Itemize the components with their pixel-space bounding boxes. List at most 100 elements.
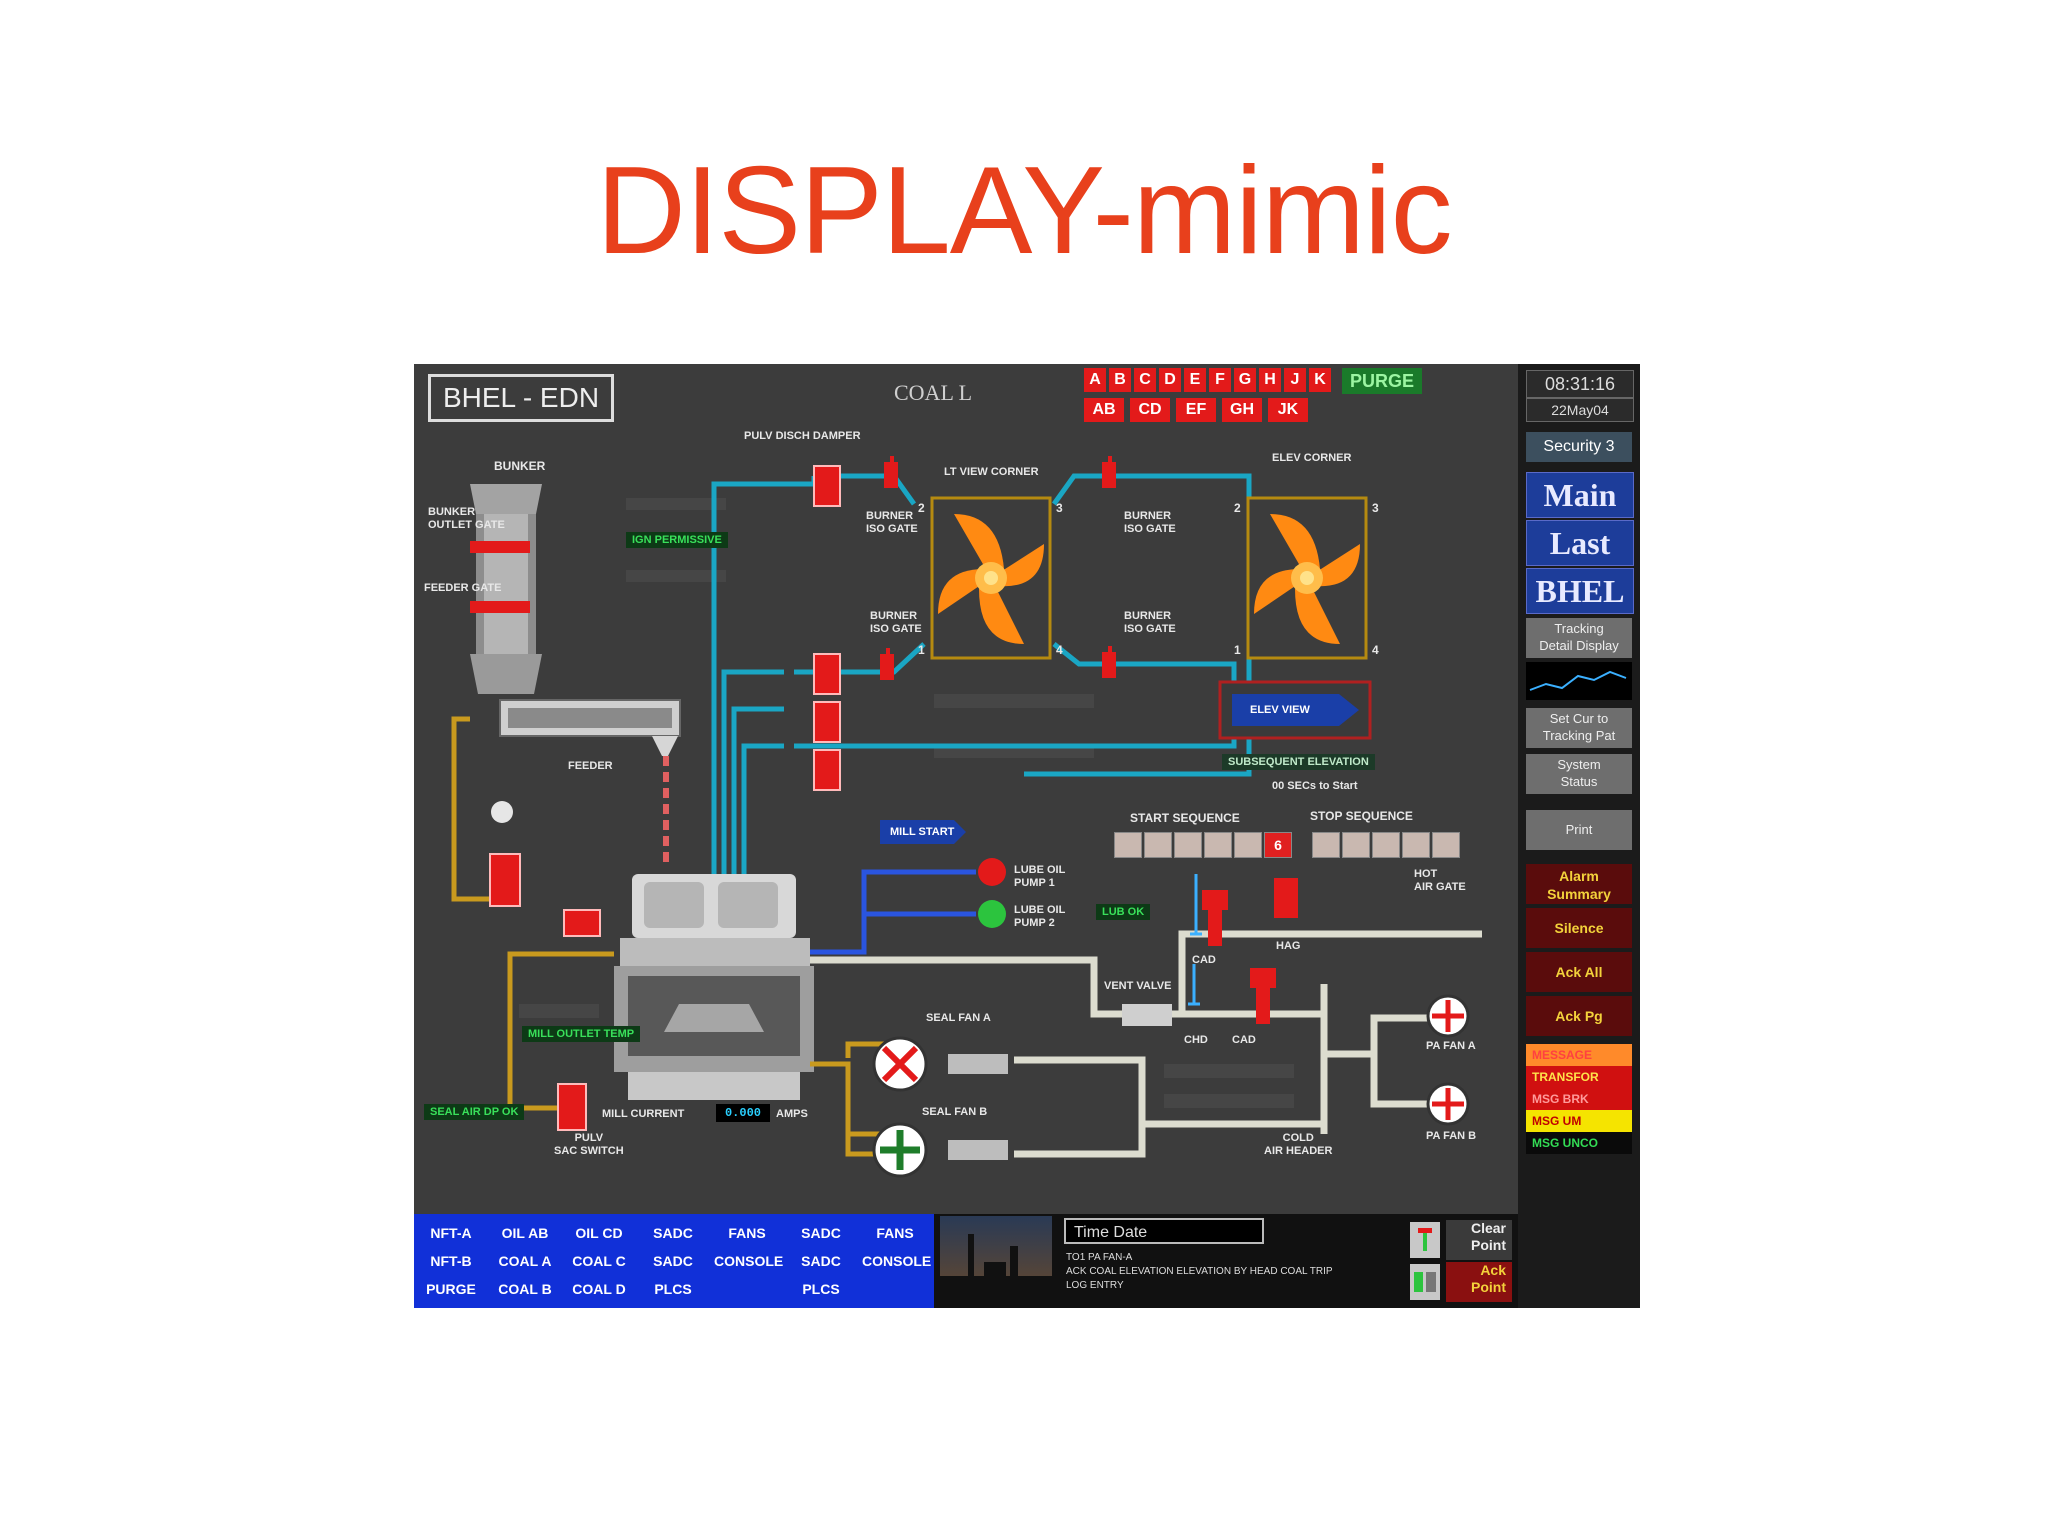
purge-button[interactable]: PURGE	[1342, 368, 1422, 394]
elev-btn-e[interactable]: E	[1184, 368, 1206, 392]
pulv-disch-damper-4-icon[interactable]	[813, 749, 841, 791]
stop-seq-step-5[interactable]	[1432, 832, 1460, 858]
alarm-strip-4[interactable]: MSG UM	[1526, 1110, 1632, 1132]
burner-iso-gate-3-icon[interactable]	[1102, 462, 1116, 488]
stop-seq-step-2[interactable]	[1342, 832, 1370, 858]
seal-air-damper-icon[interactable]	[557, 1083, 587, 1131]
chd-label: CHD	[1184, 1034, 1208, 1046]
stop-seq-step-1[interactable]	[1312, 832, 1340, 858]
nav-oil-ab[interactable]: OIL AB	[492, 1220, 558, 1246]
start-seq-step-2[interactable]	[1144, 832, 1172, 858]
elev-btn-f[interactable]: F	[1209, 368, 1231, 392]
alarm-time-date[interactable]: Time Date	[1064, 1218, 1264, 1244]
ack-point-button[interactable]: Ack Point	[1446, 1262, 1512, 1302]
start-seq-step-1[interactable]	[1114, 832, 1142, 858]
elev-btn-j[interactable]: J	[1284, 368, 1306, 392]
start-seq-step-4[interactable]	[1204, 832, 1232, 858]
nav-nft-a[interactable]: NFT-A	[418, 1220, 484, 1246]
nav-nft-b[interactable]: NFT-B	[418, 1248, 484, 1274]
bunker	[470, 484, 542, 694]
nav-plcs-1[interactable]: PLCS	[640, 1276, 706, 1302]
nav-purge[interactable]: PURGE	[418, 1276, 484, 1302]
start-seq-step-6[interactable]: 6	[1264, 832, 1292, 858]
fireball-left-icon[interactable]	[930, 496, 1052, 660]
set-cur-tracking-button[interactable]: Set Cur to Tracking Pat	[1526, 708, 1632, 748]
tramp-box-icon[interactable]	[563, 909, 601, 937]
elevation-view-arrow-icon[interactable]	[1232, 694, 1359, 726]
pulverizer[interactable]	[614, 874, 814, 1100]
elev-btn-a[interactable]: A	[1084, 368, 1106, 392]
silence-button[interactable]: Silence	[1526, 908, 1632, 948]
alarm-strip-3[interactable]: MSG BRK	[1526, 1088, 1632, 1110]
mill-start-label[interactable]: MILL START	[890, 826, 955, 838]
bhel-button[interactable]: BHEL	[1526, 568, 1634, 614]
pulv-disch-damper-1-icon[interactable]	[813, 465, 841, 507]
burner-iso-gate-4-icon[interactable]	[1102, 652, 1116, 678]
burner-iso-gate-2-icon[interactable]	[884, 462, 898, 488]
stop-seq-step-3[interactable]	[1372, 832, 1400, 858]
nav-fans-1[interactable]: FANS	[714, 1220, 780, 1246]
nav-console-2[interactable]: CONSOLE	[862, 1248, 931, 1274]
nav-coal-d[interactable]: COAL D	[566, 1276, 632, 1302]
ack-all-button[interactable]: Ack All	[1526, 952, 1632, 992]
clear-point-icon[interactable]	[1410, 1222, 1440, 1258]
hot-air-gate-icon[interactable]	[1208, 910, 1222, 946]
elev-btn-cd[interactable]: CD	[1130, 398, 1170, 422]
nav-sadc-3[interactable]: SADC	[640, 1248, 706, 1274]
lube-oil-pump-1-icon[interactable]	[978, 858, 1006, 886]
stop-seq-step-4[interactable]	[1402, 832, 1430, 858]
ack-point-icon[interactable]	[1410, 1264, 1440, 1300]
elev-btn-jk[interactable]: JK	[1268, 398, 1308, 422]
subsequent-elevation-status: SUBSEQUENT ELEVATION	[1222, 754, 1375, 770]
nav-coal-b[interactable]: COAL B	[492, 1276, 558, 1302]
feeder-gate-icon[interactable]	[470, 601, 530, 613]
seal-air-valve-icon[interactable]	[489, 853, 521, 907]
elev-btn-ef[interactable]: EF	[1176, 398, 1216, 422]
start-seq-step-3[interactable]	[1174, 832, 1202, 858]
elevation-countdown: 00 SECs to Start	[1272, 780, 1358, 792]
elev-btn-c[interactable]: C	[1134, 368, 1156, 392]
nav-oil-cd[interactable]: OIL CD	[566, 1220, 632, 1246]
print-button[interactable]: Print	[1526, 810, 1632, 850]
burner-iso-gate-right-bottom-label: BURNER ISO GATE	[1124, 610, 1176, 635]
alarm-summary-button[interactable]: Alarm Summary	[1526, 864, 1632, 904]
nav-sadc-4[interactable]: SADC	[788, 1248, 854, 1274]
motor-icon[interactable]	[491, 801, 513, 823]
elevation-view-button-label[interactable]: ELEV VIEW	[1250, 704, 1310, 716]
clear-point-button[interactable]: Clear Point	[1446, 1220, 1512, 1260]
nav-coal-c[interactable]: COAL C	[566, 1248, 632, 1274]
start-seq-step-5[interactable]	[1234, 832, 1262, 858]
elev-btn-h[interactable]: H	[1259, 368, 1281, 392]
vent-valve-icon[interactable]	[1122, 1004, 1172, 1026]
tracking-detail-button[interactable]: Tracking Detail Display	[1526, 618, 1632, 658]
nav-sadc-1[interactable]: SADC	[640, 1220, 706, 1246]
elev-btn-ab[interactable]: AB	[1084, 398, 1124, 422]
alarm-strip-5[interactable]: MSG UNCO	[1526, 1132, 1632, 1154]
main-button[interactable]: Main	[1526, 472, 1634, 518]
nav-coal-a[interactable]: COAL A	[492, 1248, 558, 1274]
pulv-disch-damper-2-icon[interactable]	[813, 653, 841, 695]
system-status-button[interactable]: System Status	[1526, 754, 1632, 794]
elev-btn-b[interactable]: B	[1109, 368, 1131, 392]
elev-btn-k[interactable]: K	[1309, 368, 1331, 392]
lube-oil-pump-2-icon[interactable]	[978, 900, 1006, 928]
mill-start-arrow-icon[interactable]	[880, 820, 966, 844]
pulv-disch-damper-3-icon[interactable]	[813, 701, 841, 743]
nav-fans-2[interactable]: FANS	[862, 1220, 928, 1246]
elev-btn-d[interactable]: D	[1159, 368, 1181, 392]
hag-valve-icon[interactable]	[1274, 878, 1298, 918]
burner-iso-gate-1-icon[interactable]	[880, 654, 894, 680]
alarm-strip-2[interactable]: TRANSFOR	[1526, 1066, 1632, 1088]
ack-page-button[interactable]: Ack Pg	[1526, 996, 1632, 1036]
nav-sadc-2[interactable]: SADC	[788, 1220, 854, 1246]
fireball-right-icon[interactable]	[1246, 496, 1368, 660]
bunker-outlet-gate-icon[interactable]	[470, 541, 530, 553]
nav-plcs-2[interactable]: PLCS	[788, 1276, 854, 1302]
pulv-sac-switch-label: PULV SAC SWITCH	[554, 1132, 624, 1157]
elev-btn-g[interactable]: G	[1234, 368, 1256, 392]
nav-console-1[interactable]: CONSOLE	[714, 1248, 783, 1274]
alarm-strip-1[interactable]: MESSAGE	[1526, 1044, 1632, 1066]
last-button[interactable]: Last	[1526, 520, 1634, 566]
cold-air-damper-icon[interactable]	[1256, 988, 1270, 1024]
elev-btn-gh[interactable]: GH	[1222, 398, 1262, 422]
